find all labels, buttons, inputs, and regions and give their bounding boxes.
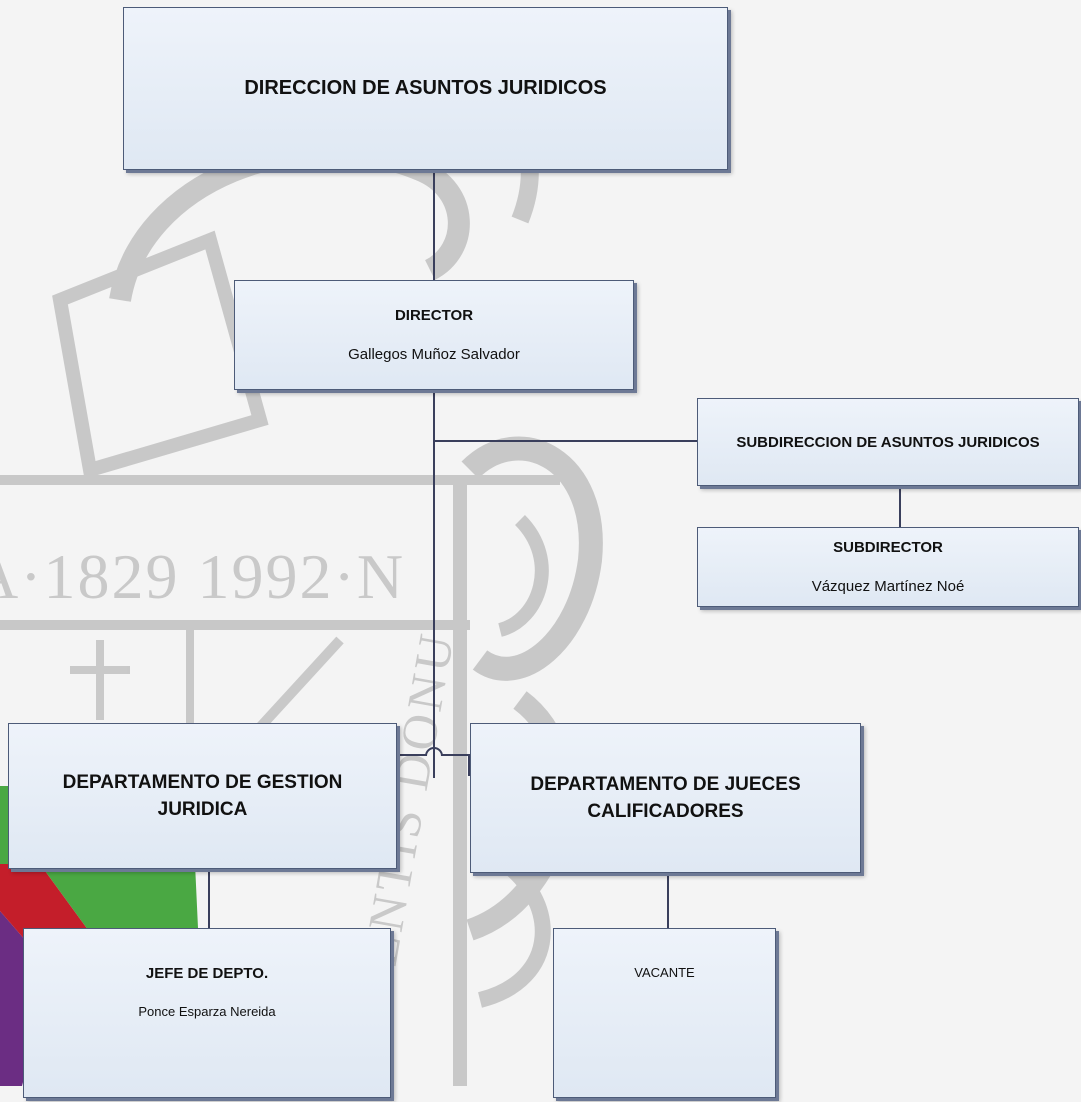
connector-director-depts	[433, 390, 435, 778]
connector-horizontal-right	[441, 754, 470, 756]
node-subdirector: SUBDIRECTOR Vázquez Martínez Noé	[697, 527, 1079, 607]
node-dept-gestion-title: DEPARTAMENTO DE GESTION JURIDICA	[62, 772, 343, 820]
node-subdirector-title: SUBDIRECTOR	[833, 539, 943, 556]
node-director-title: DIRECTOR	[394, 307, 474, 324]
connector-jueces-vacante	[667, 872, 669, 928]
node-vacante-title: VACANTE	[634, 965, 695, 980]
node-subdireccion-title: SUBDIRECCION DE ASUNTOS JURIDICOS	[736, 433, 1040, 451]
connector-to-subdireccion	[433, 440, 697, 442]
connector-subdireccion-subdirector	[899, 484, 901, 528]
connector-gestion-jefe	[208, 868, 210, 928]
watermark-years: A·1829 1992·N	[0, 541, 406, 612]
connector-horizontal-left	[397, 754, 427, 756]
node-subdirector-name: Vázquez Martínez Noé	[811, 578, 965, 595]
connector-crossover-arc	[425, 747, 443, 757]
connector-drop-jueces	[468, 754, 470, 776]
node-jefe-depto: JEFE DE DEPTO. Ponce Esparza Nereida	[23, 928, 391, 1098]
connector-top-director	[433, 168, 435, 281]
node-director: DIRECTOR Gallegos Muñoz Salvador	[234, 280, 634, 390]
node-subdireccion: SUBDIRECCION DE ASUNTOS JURIDICOS	[697, 398, 1079, 486]
node-jefe-depto-name: Ponce Esparza Nereida	[138, 1004, 276, 1019]
node-jefe-depto-title: JEFE DE DEPTO.	[145, 965, 269, 982]
node-direccion: DIRECCION DE ASUNTOS JURIDICOS	[123, 7, 728, 170]
node-dept-jueces-title: DEPARTAMENTO DE JUECES CALIFICADORES	[530, 774, 801, 822]
node-vacante: VACANTE	[553, 928, 776, 1098]
node-dept-gestion: DEPARTAMENTO DE GESTION JURIDICA	[8, 723, 397, 869]
node-dept-jueces: DEPARTAMENTO DE JUECES CALIFICADORES	[470, 723, 861, 873]
node-director-name: Gallegos Muñoz Salvador	[348, 346, 520, 363]
node-direccion-title: DIRECCION DE ASUNTOS JURIDICOS	[244, 77, 607, 99]
